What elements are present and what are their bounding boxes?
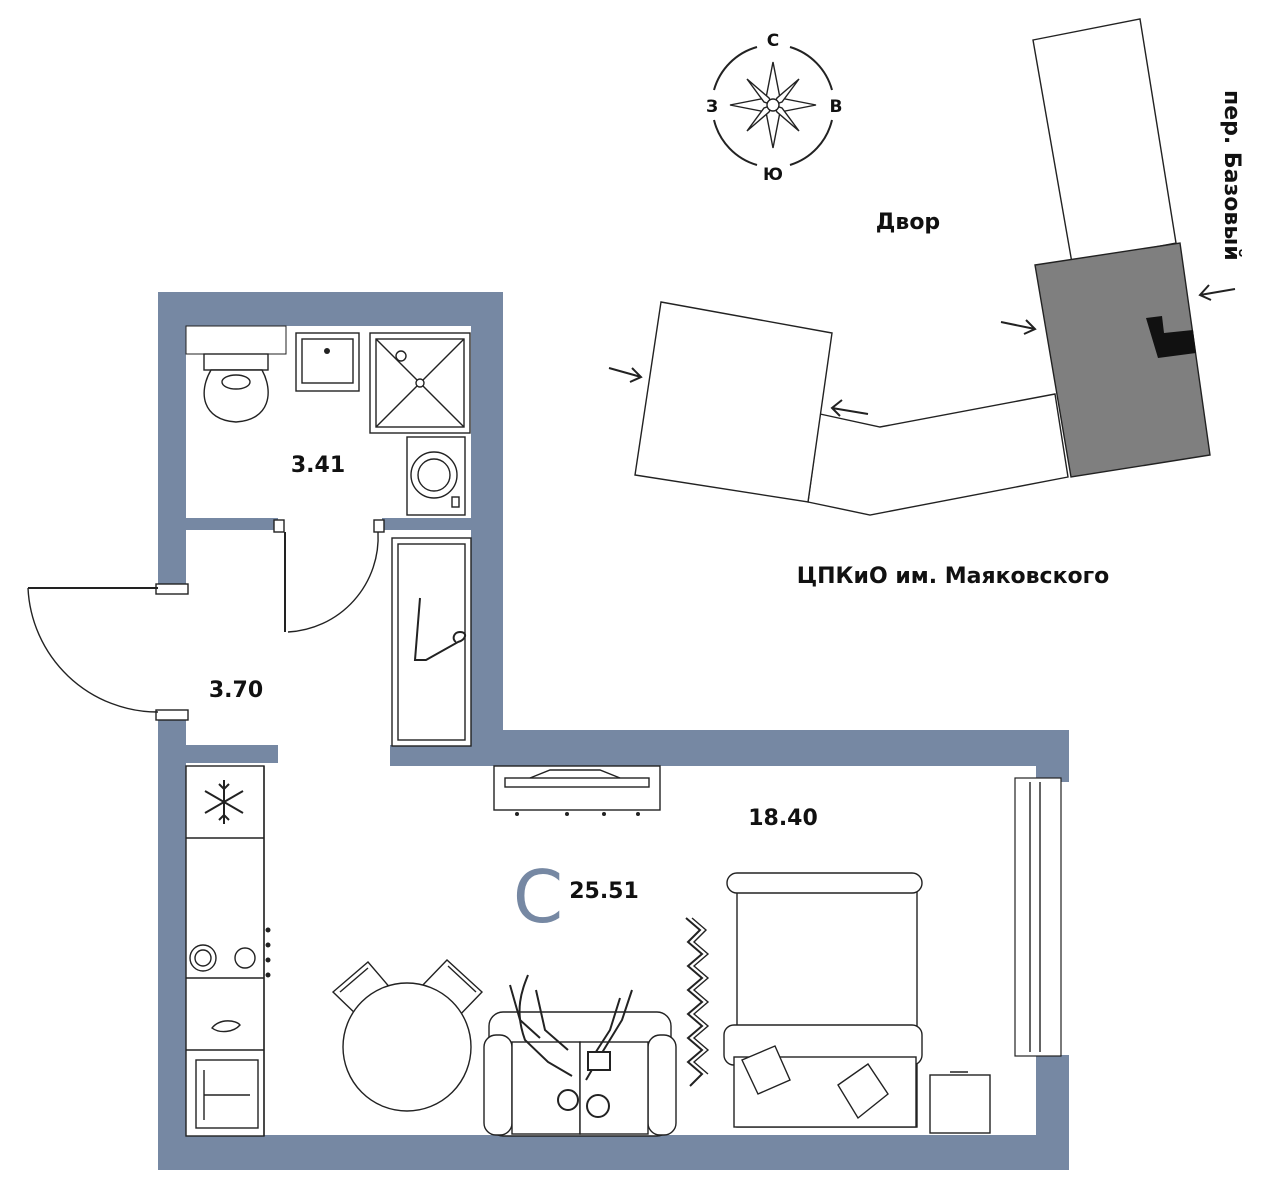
- compass-west-label: З: [706, 97, 718, 117]
- shower-tray: [369, 332, 471, 434]
- bed: [723, 872, 923, 1128]
- toilet: [203, 353, 269, 423]
- yard-label: Двор: [876, 210, 940, 235]
- tv-console: [493, 765, 661, 816]
- zigzag-partition-inner: [691, 917, 710, 1075]
- bathroom-area-label: 3.41: [291, 453, 345, 478]
- building-highlighted: [1034, 242, 1211, 478]
- compass-south-label: Ю: [763, 165, 783, 185]
- nightstand: [929, 1071, 991, 1134]
- kitchen-sink-tap-icon: [211, 1020, 241, 1033]
- compass-rose: С Ю З В: [706, 31, 843, 185]
- site-plan: Двор пер. Базовый ЦПКиО им. Маяковского: [608, 18, 1244, 589]
- building-west: [634, 301, 833, 503]
- apartment-type-letter: С: [513, 855, 563, 939]
- building-north-wing: [1032, 18, 1177, 264]
- building-connector: [807, 393, 1069, 516]
- sofa: [483, 1011, 677, 1137]
- walls: [158, 292, 1069, 1170]
- sink: [295, 332, 360, 392]
- doors: [27, 519, 385, 721]
- total-area-label: 25.51: [569, 879, 639, 904]
- compass-north-label: С: [767, 31, 779, 51]
- window: [1014, 777, 1062, 1057]
- people-silhouettes-icon: [509, 974, 633, 1118]
- cooktop: [189, 927, 271, 978]
- snowflake-icon: [204, 780, 244, 824]
- dining-table: [342, 982, 472, 1112]
- park-label: ЦПКиО им. Маяковского: [797, 564, 1110, 589]
- pillow-left: [741, 1045, 791, 1095]
- bathroom-window: [185, 325, 287, 355]
- living-area-label: 18.40: [748, 806, 818, 831]
- compass-east-label: В: [830, 97, 843, 117]
- entrance-arrows: [608, 284, 1236, 417]
- current-section-marker: [1146, 316, 1196, 358]
- coat-hanger-icon: [413, 597, 466, 661]
- washing-machine: [406, 436, 466, 516]
- zigzag-partition: [685, 917, 704, 1087]
- street-label: пер. Базовый: [1219, 90, 1244, 261]
- pillow-right: [837, 1063, 889, 1120]
- oven: [195, 1059, 259, 1129]
- hall-area-label: 3.70: [209, 678, 263, 703]
